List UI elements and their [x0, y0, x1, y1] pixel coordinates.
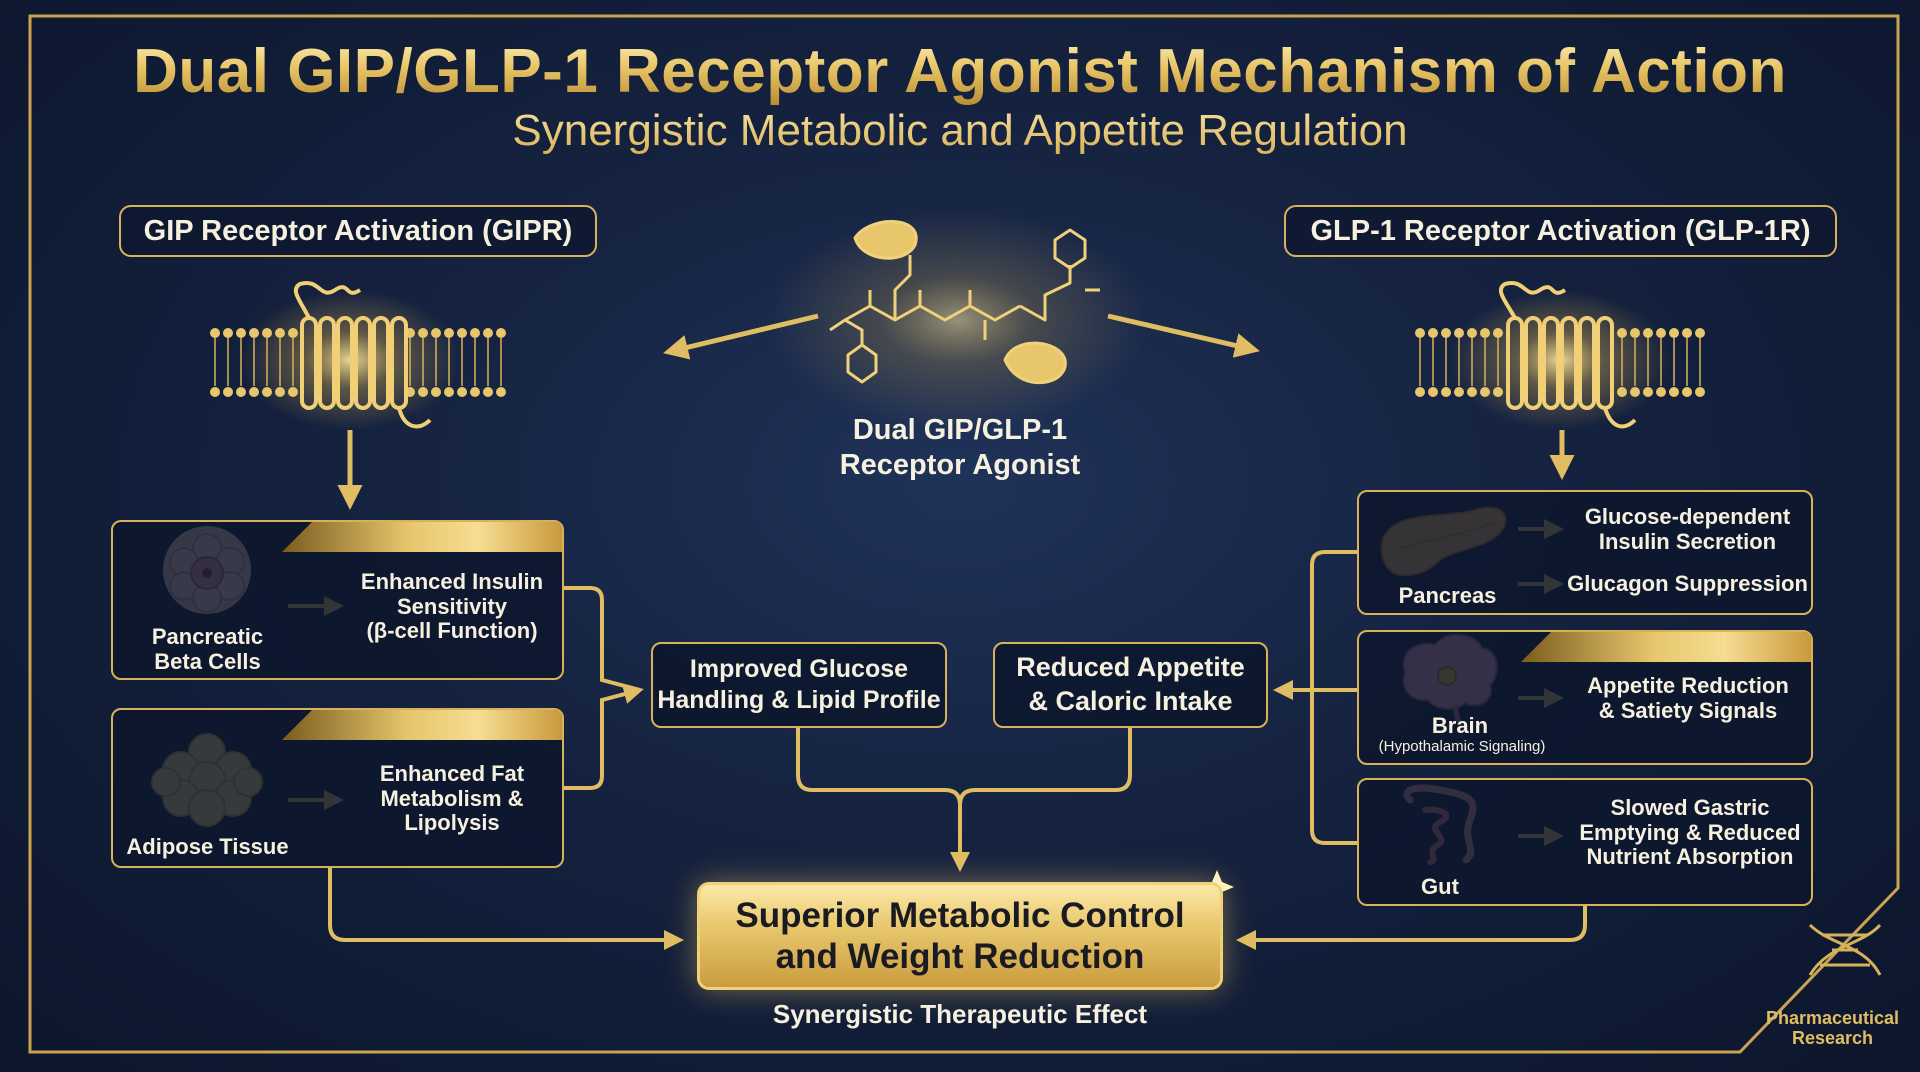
glp1r-header: GLP-1 Receptor Activation (GLP-1R): [1284, 205, 1837, 257]
adipose-effect-line-2: Metabolism &: [380, 785, 524, 811]
beta-cells-label: Pancreatic Beta Cells: [130, 624, 285, 674]
beta-cells-panel: [111, 520, 564, 680]
glp1r-receptor-icon: [1415, 280, 1705, 430]
result-line-2: and Weight Reduction: [775, 937, 1145, 976]
result-caption: Synergistic Therapeutic Effect: [772, 999, 1148, 1029]
gut-panel: [1357, 778, 1813, 906]
pancreas-label: Pancreas: [1398, 583, 1497, 608]
beta-cells-label-line-1: Pancreatic: [151, 624, 264, 649]
page-title: Dual GIP/GLP-1 Receptor Agonist Mechanis…: [0, 36, 1920, 107]
gut-effect-line-3: Nutrient Absorption: [1586, 844, 1794, 870]
pancreas-effect-1: Glucose-dependent Insulin Secretion: [1565, 504, 1810, 554]
pancreas-effect-2: Glucagon Suppression: [1567, 571, 1808, 596]
result-box: Superior Metabolic Control and Weight Re…: [697, 882, 1223, 990]
agonist-label-line-1: Dual GIP/GLP-1: [852, 414, 1068, 446]
gut-effect: Slowed Gastric Emptying & Reduced Nutrie…: [1560, 795, 1820, 870]
panel-header-band: [1521, 632, 1811, 662]
connector-adipose-to-glucose: [562, 684, 644, 790]
pancreas-effect-1-line-1: Glucose-dependent: [1584, 504, 1791, 529]
agonist-molecule-icon: [768, 210, 1148, 430]
gut-effect-line-2: Emptying & Reduced: [1579, 819, 1801, 845]
brain-effect-line-1: Appetite Reduction: [1587, 673, 1789, 698]
connector-gut-to-result: [1236, 906, 1587, 950]
panel-header-band: [282, 710, 562, 740]
result-line-1: Superior Metabolic Control: [735, 895, 1185, 935]
beta-cells-effect-line-1: Enhanced Insulin: [360, 569, 544, 594]
brain-panel: [1357, 630, 1813, 765]
agonist-label-line-2: Receptor Agonist: [839, 448, 1081, 481]
pharma-badge: Pharmaceutical Research: [1750, 1008, 1915, 1048]
arrow-to-glp1r: [1107, 313, 1260, 358]
glucose-line-1: Improved Glucose: [689, 654, 909, 683]
pancreas-effect-1-line-2: Insulin Secretion: [1598, 528, 1777, 554]
appetite-line-2: & Caloric Intake: [1028, 686, 1233, 716]
pancreas-panel: [1357, 490, 1813, 615]
glucose-handling-box: Improved Glucose Handling & Lipid Profil…: [651, 642, 947, 728]
adipose-effect-line-1: Enhanced Fat: [379, 761, 525, 786]
panel-header-band: [282, 522, 562, 552]
brain-sublabel: (Hypothalamic Signaling): [1378, 738, 1546, 755]
reduced-appetite-box: Reduced Appetite & Caloric Intake: [993, 642, 1268, 728]
beta-cells-effect-line-2: Sensitivity: [396, 593, 508, 619]
appetite-line-1: Reduced Appetite: [1016, 652, 1245, 683]
beta-cells-label-line-2: Beta Cells: [154, 648, 261, 674]
adipose-panel: [111, 708, 564, 868]
connector-beta-to-glucose: [562, 586, 641, 692]
adipose-effect: Enhanced Fat Metabolism & Lipolysis: [346, 761, 558, 836]
dna-icon: [1808, 923, 1882, 976]
beta-cells-effect: Enhanced Insulin Sensitivity (β-cell Fun…: [346, 569, 558, 644]
gipr-receptor-icon: [210, 280, 506, 430]
arrow-to-gipr: [663, 313, 819, 360]
gut-effect-line-1: Slowed Gastric: [1610, 795, 1770, 820]
connector-glucose-to-result: [796, 728, 970, 872]
adipose-effect-line-3: Lipolysis: [404, 810, 500, 836]
beta-cells-effect-line-3: (β-cell Function): [366, 618, 538, 644]
page-subtitle: Synergistic Metabolic and Appetite Regul…: [0, 106, 1920, 156]
connector-appetite-to-result: [958, 728, 1132, 806]
agonist-label: Dual GIP/GLP-1 Receptor Agonist: [790, 413, 1130, 483]
glucose-line-2: Handling & Lipid Profile: [657, 686, 941, 714]
outer-frame: [28, 14, 1900, 1054]
connector-right-to-appetite: [1310, 550, 1357, 845]
badge-line-1: Pharmaceutical: [1765, 1008, 1900, 1028]
brain-label: Brain: [1431, 713, 1489, 738]
brain-effect: Appetite Reduction & Satiety Signals: [1568, 673, 1808, 723]
brain-effect-line-2: & Satiety Signals: [1598, 697, 1778, 723]
gipr-header: GIP Receptor Activation (GIPR): [119, 205, 597, 257]
gut-label: Gut: [1421, 874, 1459, 899]
connector-adipose-to-result: [328, 868, 684, 950]
badge-line-2: Research: [1791, 1028, 1874, 1049]
adipose-label: Adipose Tissue: [126, 834, 289, 859]
